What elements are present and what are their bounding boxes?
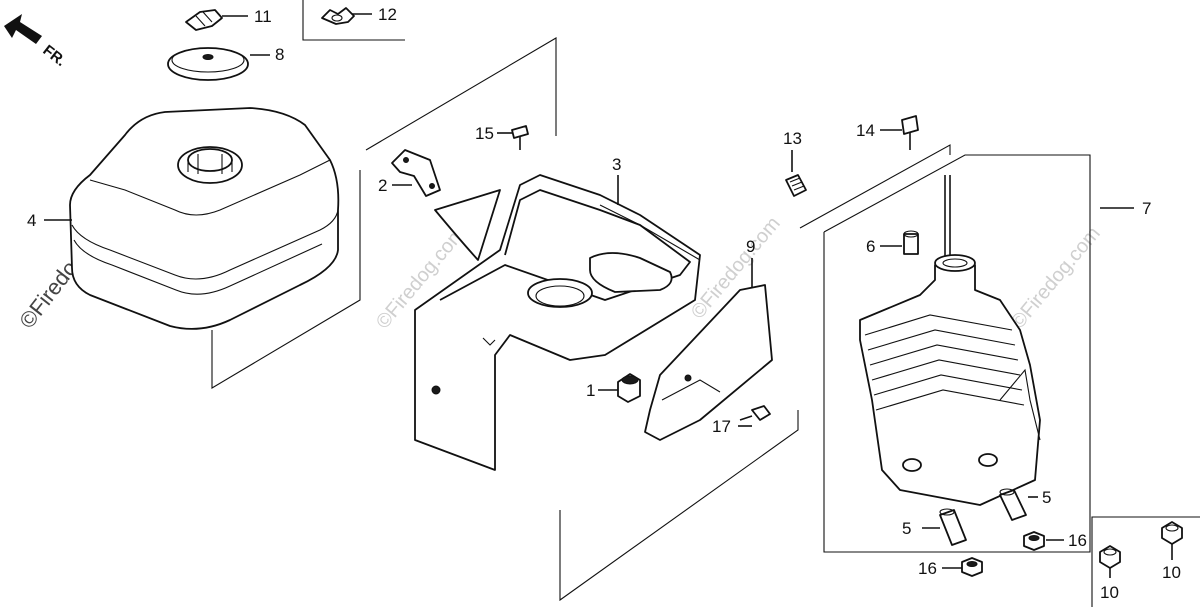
shroud-part xyxy=(414,174,701,471)
group-frame-right-box xyxy=(823,154,1091,553)
air-cleaner-part xyxy=(859,175,1041,506)
bolt-14-part xyxy=(901,115,919,150)
collar-6-part xyxy=(903,230,919,255)
group-frame-right xyxy=(799,144,951,229)
group-frame-center xyxy=(365,37,557,151)
callout-13: 13 xyxy=(783,129,802,148)
callout-11: 11 xyxy=(254,7,272,26)
nut-10a-part xyxy=(1099,545,1121,569)
callout-10a: 10 xyxy=(1100,583,1119,602)
callout-1: 1 xyxy=(586,381,595,400)
nut-16b-part xyxy=(961,557,983,577)
tank-frame xyxy=(211,170,361,389)
clip-part xyxy=(185,9,223,31)
callout-10b: 10 xyxy=(1162,563,1181,582)
nut-10b-part xyxy=(1161,521,1183,545)
bolt-17-part xyxy=(739,405,771,421)
callout-16a: 16 xyxy=(1068,531,1087,550)
group-frame-center-lower xyxy=(559,410,799,602)
callout-9: 9 xyxy=(746,237,755,256)
callout-5b: 5 xyxy=(902,519,911,538)
filter-13-part xyxy=(785,174,807,197)
sleeve-5a-part xyxy=(999,488,1027,521)
cap-gasket-part xyxy=(167,47,249,81)
wing-nut-part xyxy=(321,7,355,25)
front-arrow-icon xyxy=(4,14,42,44)
sleeve-5b-part xyxy=(939,508,967,546)
callout-14: 14 xyxy=(856,121,875,140)
callout-7: 7 xyxy=(1142,199,1151,218)
front-indicator-label: FR. xyxy=(40,42,70,70)
callout-4: 4 xyxy=(27,211,36,230)
callout-2: 2 xyxy=(378,176,387,195)
callout-8: 8 xyxy=(275,45,284,64)
callout-12: 12 xyxy=(378,5,397,24)
nut-16a-part xyxy=(1023,531,1045,551)
fuel-tank-part xyxy=(69,107,340,330)
callout-15: 15 xyxy=(475,124,494,143)
callout-5a: 5 xyxy=(1042,488,1051,507)
callout-16b: 16 xyxy=(918,559,937,578)
group-frame-bottom-right xyxy=(1091,516,1200,607)
grommet-part xyxy=(617,373,641,403)
bracket-part xyxy=(391,149,441,197)
side-plate-part xyxy=(644,284,773,441)
screw-15-part xyxy=(511,125,529,150)
callout-17: 17 xyxy=(712,417,731,436)
callout-3: 3 xyxy=(612,155,621,174)
group-frame-top xyxy=(302,0,405,41)
callout-6: 6 xyxy=(866,237,875,256)
